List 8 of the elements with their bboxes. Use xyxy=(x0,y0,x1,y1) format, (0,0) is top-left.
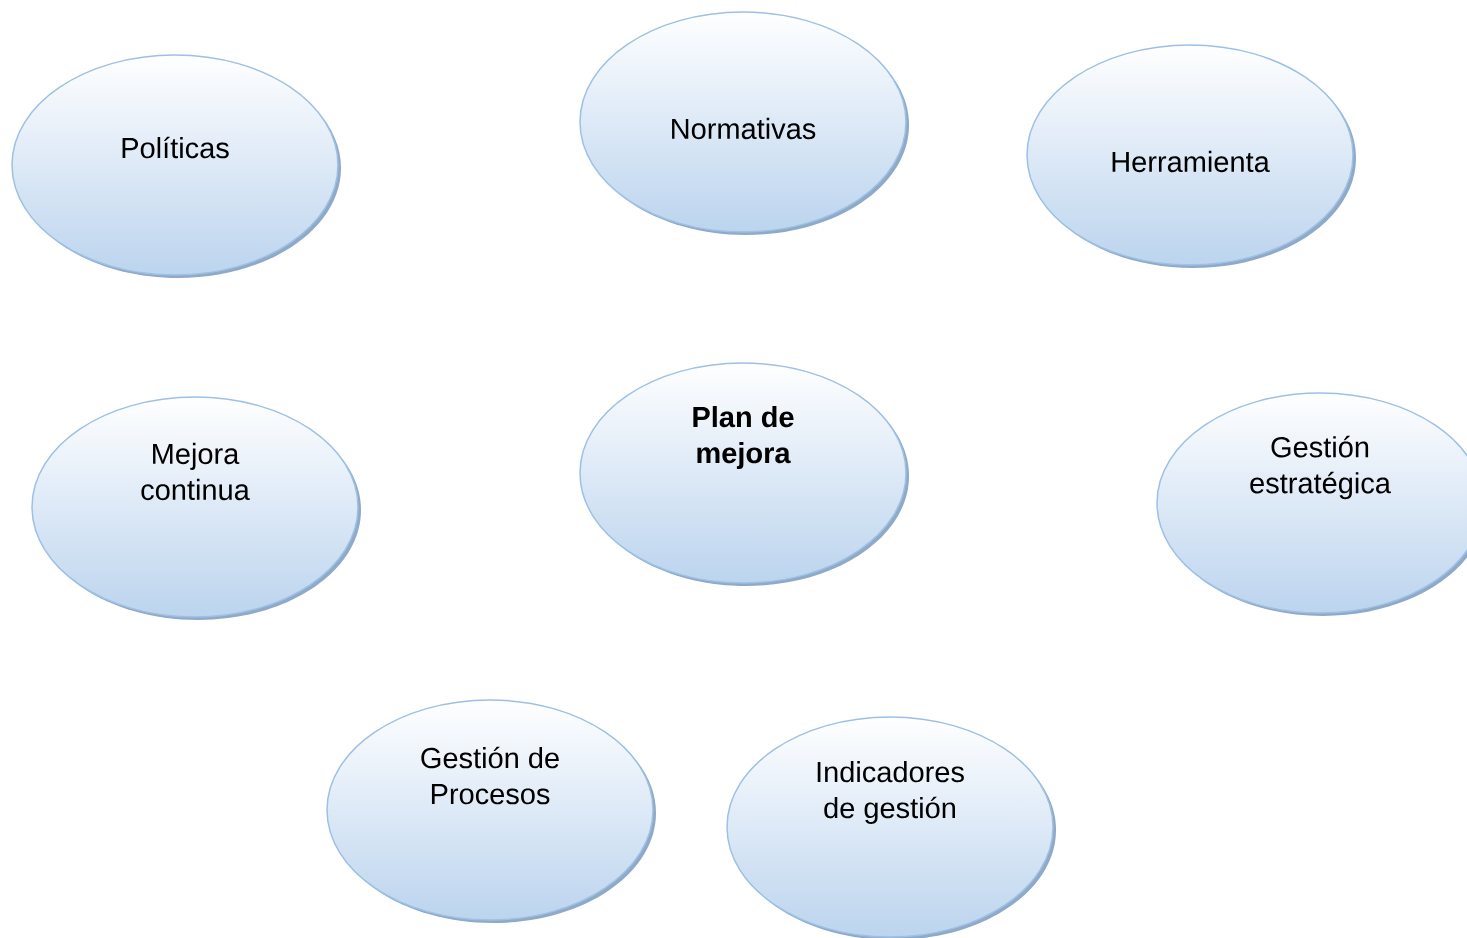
ellipse-node: Plan de mejora xyxy=(579,362,909,586)
ellipse-node: Gestión de Procesos xyxy=(326,699,656,923)
ellipse-node: Indicadores de gestión xyxy=(726,716,1056,938)
ellipse-node: Gestión estratégica xyxy=(1156,392,1467,616)
ellipse-node: Herramienta xyxy=(1026,44,1356,268)
ellipse-node: Mejora continua xyxy=(31,396,361,620)
ellipse-node: Políticas xyxy=(11,54,341,278)
ellipse-node: Normativas xyxy=(579,11,909,235)
